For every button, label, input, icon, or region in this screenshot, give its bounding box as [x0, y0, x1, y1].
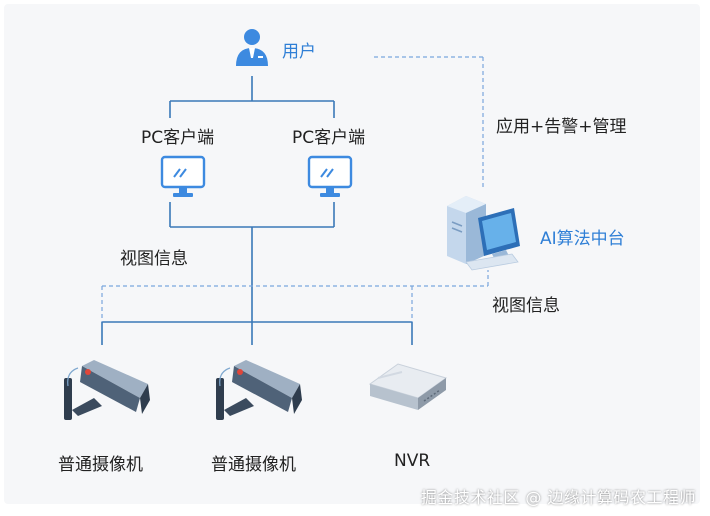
diagram-background [4, 4, 700, 504]
server-workstation-icon [447, 196, 520, 271]
pc-client-left-label: PC客户端 [141, 128, 215, 148]
camera-icon [64, 360, 150, 420]
watermark: 掘金技术社区 @ 边缘计算码农工程师 [420, 488, 696, 507]
nvr-device-icon [368, 363, 448, 410]
camera-icon [216, 360, 302, 420]
camera-right-label: 普通摄像机 [211, 455, 296, 475]
dashed-connections [101, 56, 489, 322]
nvr-label: NVR [394, 451, 431, 471]
app-alarm-manage-label: 应用+告警+管理 [496, 117, 627, 137]
pc-client-right-label: PC客户端 [292, 128, 366, 148]
view-info-left-label: 视图信息 [120, 249, 188, 269]
monitor-icon [160, 155, 206, 197]
solid-connections [101, 76, 413, 345]
view-info-right-label: 视图信息 [492, 296, 560, 316]
ai-platform-label: AI算法中台 [540, 229, 625, 249]
user-label: 用户 [282, 42, 316, 62]
camera-left-label: 普通摄像机 [58, 455, 143, 475]
monitor-icon [307, 155, 353, 197]
user-icon [236, 29, 268, 66]
